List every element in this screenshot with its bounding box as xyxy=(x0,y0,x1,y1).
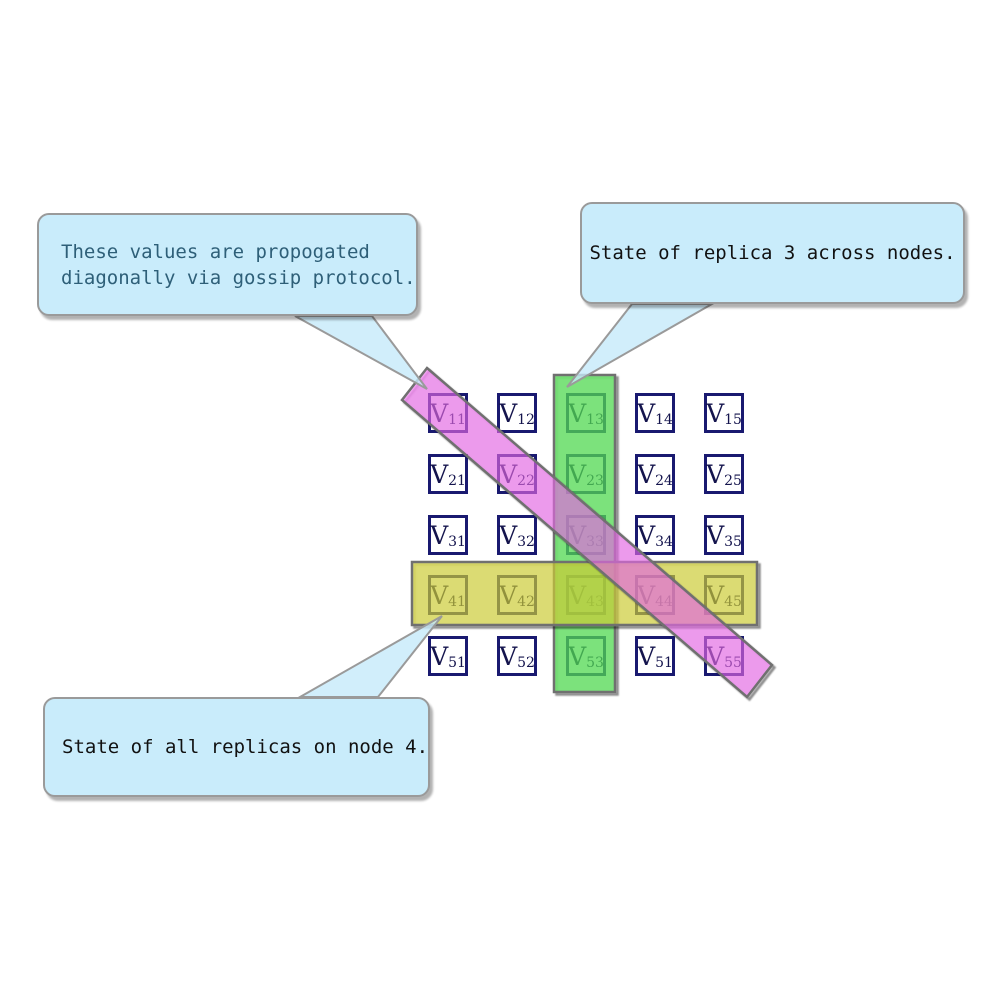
callout-replica-text: State of replica 3 across nodes. xyxy=(589,242,956,264)
callout-gossip-line1: These values are propogated xyxy=(61,240,370,263)
callout-gossip-line2: diagonally via gossip protocol. xyxy=(61,266,416,289)
callout-node: State of all replicas on node 4. xyxy=(43,697,430,797)
callout-replica: State of replica 3 across nodes. xyxy=(580,202,965,304)
callout-node-text: State of all replicas on node 4. xyxy=(62,736,429,758)
callout-gossip: These values are propogated diagonally v… xyxy=(37,213,418,316)
